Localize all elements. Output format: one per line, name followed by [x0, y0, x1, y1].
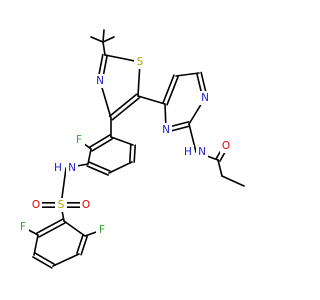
double-bond-b	[162, 74, 175, 104]
double-bond-b	[76, 234, 84, 255]
atom-s-label: S	[137, 56, 144, 68]
double-bond-b	[34, 252, 55, 265]
single-bond	[221, 175, 245, 187]
double-bond-a	[108, 93, 138, 118]
atom-label-background	[66, 161, 78, 175]
atom-label-background	[80, 198, 92, 212]
single-bond	[175, 72, 200, 77]
double-bond-a	[80, 235, 88, 256]
single-bond	[33, 234, 39, 256]
atom-s-label: S	[58, 199, 65, 211]
atom-f-label: F	[99, 224, 105, 236]
single-bond	[102, 41, 106, 56]
atom-n-label: N	[162, 124, 170, 136]
atom-label-background	[134, 55, 146, 69]
atom-label-background	[220, 139, 232, 153]
double-bond-b	[38, 222, 66, 238]
atom-label-background	[73, 133, 85, 147]
single-bond	[52, 253, 80, 267]
atom-label-background	[55, 198, 67, 212]
atom-label-background	[30, 198, 42, 212]
atom-label-background	[96, 223, 108, 237]
single-bond	[102, 36, 115, 43]
atom-n-label: N	[201, 92, 209, 104]
double-bond-a	[36, 218, 64, 234]
double-bond-b	[91, 138, 113, 152]
double-bond-a	[89, 134, 111, 148]
double-bond-b	[111, 96, 141, 121]
atom-o-label: O	[82, 199, 90, 211]
atom-o-label: O	[32, 199, 40, 211]
background	[0, 0, 300, 300]
atom-o-label: O	[222, 140, 230, 152]
single-bond	[63, 220, 86, 237]
single-bond	[188, 123, 197, 153]
atom-h-label: H	[184, 146, 192, 158]
single-bond	[102, 29, 105, 43]
single-bond	[137, 95, 166, 105]
atom-h-label: H	[54, 162, 62, 174]
single-bond	[110, 136, 134, 146]
atom-label-background	[182, 145, 194, 159]
double-bond-a	[86, 165, 109, 176]
atom-n-label: N	[96, 75, 104, 87]
atom-label-background	[160, 123, 172, 137]
atom-label-background	[52, 161, 64, 175]
double-bond-a	[166, 76, 179, 106]
atom-f-label: F	[20, 221, 26, 233]
double-bond-a	[133, 144, 136, 163]
atom-label-background	[17, 220, 29, 234]
atom-n-label: N	[68, 162, 76, 174]
atom-label-background	[94, 74, 106, 88]
single-bond	[217, 159, 223, 177]
atom-n-label: N	[198, 146, 206, 158]
single-bond	[108, 161, 133, 174]
atom-label-background	[199, 91, 211, 105]
atom-f-label: F	[76, 134, 82, 146]
double-bond-a	[32, 256, 53, 269]
single-bond	[90, 36, 104, 43]
atom-label-background	[196, 145, 208, 159]
double-bond-b	[88, 161, 111, 172]
double-bond-b	[129, 144, 132, 163]
